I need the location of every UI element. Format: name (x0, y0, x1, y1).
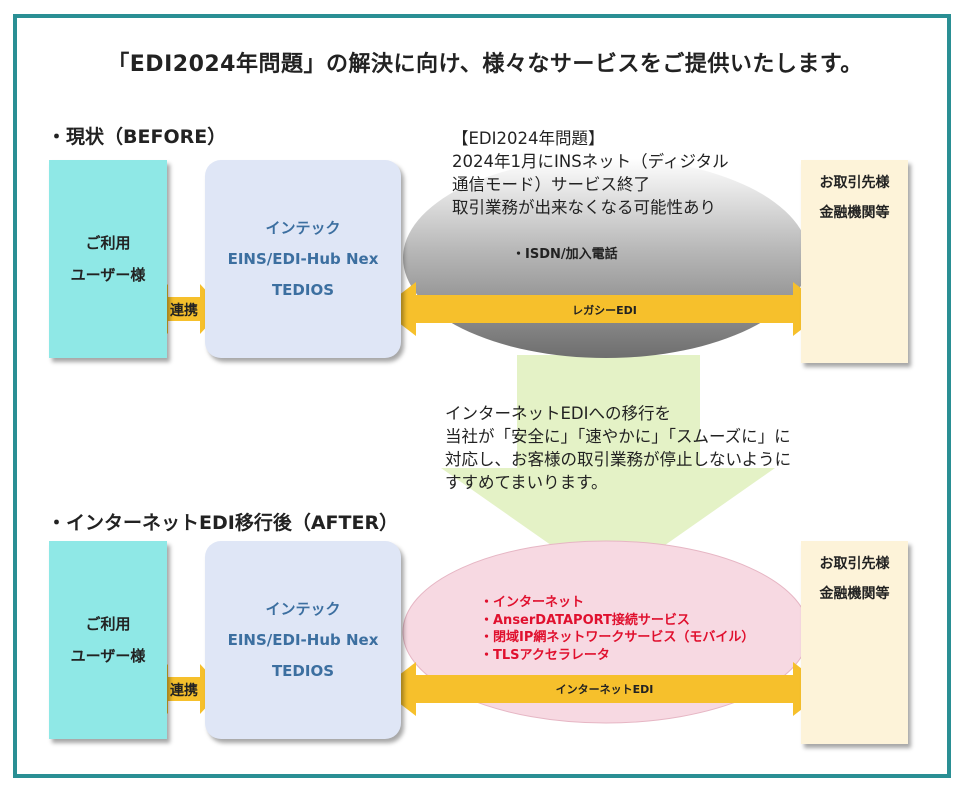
system-vendor: インテック (265, 218, 341, 237)
after-system-box: インテック EINS/EDI-Hub Nex TEDIOS (205, 541, 401, 739)
system-product-2: TEDIOS (271, 280, 335, 299)
partner-label-2: 金融機関等 (819, 586, 890, 602)
service-item: ・AnserDATAPORT接続サービス (480, 612, 690, 628)
migration-arrow (441, 355, 775, 585)
system-product: EINS/EDI-Hub Nex (227, 630, 379, 649)
migration-note: インターネットEDIへの移行を 当社が「安全に」「速やかに」「スムーズに」に 対… (445, 402, 791, 494)
partner-label-1: お取引先様 (819, 175, 890, 191)
service-item: ・閉域IP網ネットワークサービス（モバイル） (480, 630, 755, 645)
problem-line: 2024年1月にINSネット（ディジタル (452, 152, 729, 171)
before-partner-box: お取引先様 金融機関等 (801, 160, 908, 363)
after-link-label: 連携 (170, 683, 198, 699)
internet-edi-arrow (381, 662, 828, 716)
after-user-box: ご利用 ユーザー様 (49, 541, 167, 739)
partner-label-1: お取引先様 (819, 556, 890, 572)
before-user-box: ご利用 ユーザー様 (49, 160, 167, 358)
user-label-1: ご利用 (85, 615, 131, 633)
internet-services-list: ・インターネット ・AnserDATAPORT接続サービス ・閉域IP網ネットワ… (480, 594, 754, 664)
before-system-box: インテック EINS/EDI-Hub Nex TEDIOS (205, 160, 401, 358)
isdn-label: ・ISDN/加入電話 (512, 247, 618, 262)
migration-line: 対応し、お客様の取引業務が停止しないように (445, 450, 792, 469)
edi2024-problem-note: 【EDI2024年問題】 2024年1月にINSネット（ディジタル 通信モード）… (452, 127, 729, 219)
system-vendor: インテック (265, 599, 341, 618)
problem-line: 取引業務が出来なくなる可能性あり (452, 198, 716, 217)
before-heading: ・現状（BEFORE） (47, 126, 227, 148)
after-heading: ・インターネットEDI移行後（AFTER） (47, 512, 399, 534)
page-title: 「EDI2024年問題」の解決に向け、様々なサービスをご提供いたします。 (107, 52, 863, 77)
user-label-2: ユーザー様 (70, 266, 146, 284)
system-product: EINS/EDI-Hub Nex (227, 249, 379, 268)
internet-edi-label: インターネットEDI (555, 683, 654, 696)
service-item: ・インターネット (480, 595, 585, 610)
user-label-1: ご利用 (85, 234, 131, 252)
before-link-label: 連携 (170, 303, 198, 319)
service-item: ・TLSアクセラレータ (480, 647, 610, 663)
legacy-edi-label: レガシーEDI (572, 304, 637, 317)
migration-line: 当社が「安全に」「速やかに」「スムーズに」に (445, 427, 791, 446)
problem-line: 【EDI2024年問題】 (452, 129, 605, 148)
migration-line: すすめてまいります。 (445, 473, 608, 492)
system-product-2: TEDIOS (271, 661, 335, 680)
legacy-edi-arrow (381, 282, 828, 336)
migration-line: インターネットEDIへの移行を (445, 404, 671, 423)
after-partner-box: お取引先様 金融機関等 (801, 541, 908, 744)
problem-line: 通信モード）サービス終了 (452, 175, 650, 194)
partner-label-2: 金融機関等 (819, 205, 890, 221)
user-label-2: ユーザー様 (70, 647, 146, 665)
